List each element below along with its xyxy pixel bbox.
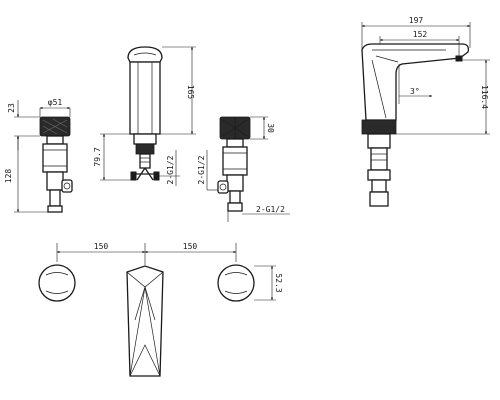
- handle-side-view: 23 φ51 128: [4, 98, 73, 213]
- spout-arm: [361, 43, 470, 121]
- handle-body: [42, 143, 68, 173]
- dim-right-spacing: 150: [183, 242, 198, 251]
- handle-connector: [61, 179, 73, 193]
- dim-handle-cap-height: 30: [266, 123, 275, 133]
- handle-front-body: [222, 146, 248, 176]
- handle-thread-label-vertical: 2-G1/2: [197, 155, 206, 184]
- spout-side-nut: [361, 119, 397, 135]
- handle-lower-body: [46, 171, 64, 191]
- spout-top: [127, 46, 163, 63]
- spout-aerator: [455, 55, 463, 62]
- handle-thread-label-bottom: 2-G1/2: [256, 205, 285, 214]
- spout-nut: [135, 143, 155, 155]
- handle-neck: [46, 135, 64, 145]
- dim-body-height: 128: [4, 169, 13, 184]
- spout-base: [133, 133, 157, 145]
- dim-spout-angle: 3°: [410, 87, 420, 96]
- right-knob-plan: [217, 264, 255, 302]
- spout-front-view: 165 79.7 2-G1/2: [93, 46, 196, 186]
- handle-front-view: 30 2-G1/2 2-G1/2: [197, 116, 290, 222]
- handle-stem: [49, 189, 61, 207]
- dim-cap-diameter: φ51: [48, 98, 63, 107]
- dim-spout-lower-height: 79.7: [93, 147, 102, 166]
- dim-knob-depth: 52.3: [274, 273, 283, 292]
- spout-body: [129, 61, 161, 135]
- dim-left-spacing: 150: [94, 242, 109, 251]
- handle-front-connector: [217, 180, 229, 194]
- spout-thread-label: 2-G1/2: [166, 155, 175, 184]
- left-knob-plan: [38, 264, 76, 302]
- dim-cap-height: 23: [7, 103, 16, 113]
- spout-side-view: 197 152 3° 116.4: [361, 16, 490, 207]
- dim-spout-reach: 152: [413, 30, 428, 39]
- dim-spout-total-width: 197: [409, 16, 424, 25]
- spout-hose: [134, 167, 156, 181]
- plan-view: 150 150 52.3: [38, 242, 283, 377]
- dim-spout-height: 165: [186, 85, 195, 100]
- dim-spout-height-side: 116.4: [480, 85, 489, 109]
- spout-plan: [126, 265, 164, 377]
